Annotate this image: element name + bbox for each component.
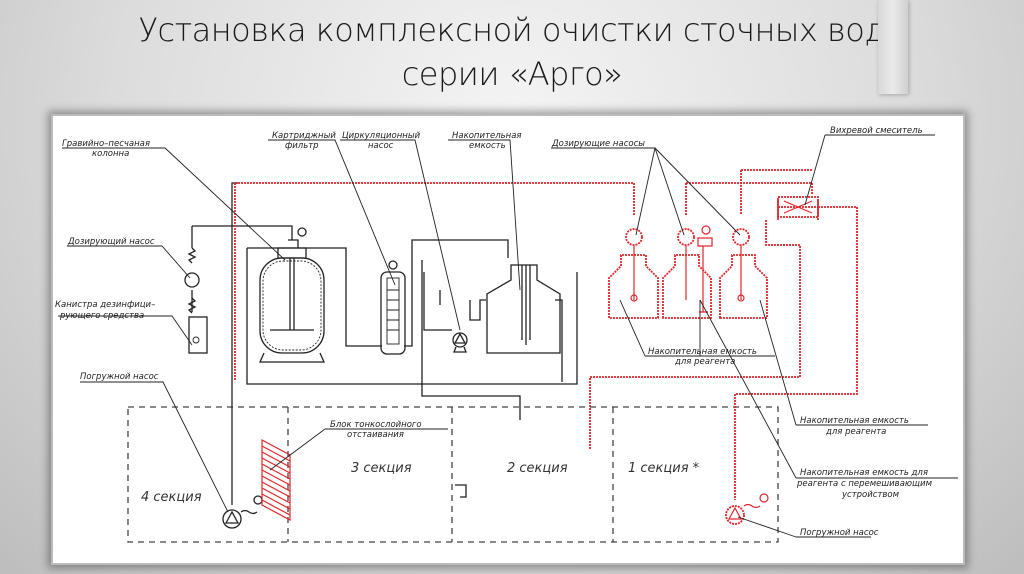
reagent-tank-3 <box>719 228 768 319</box>
label-gravel-column-1: Гравийно–песчаная <box>62 139 150 149</box>
section-boundaries <box>127 406 779 543</box>
component-labels: Гравийно–песчаная колонна Картриджный фи… <box>55 126 933 538</box>
label-reagent-tank-right-2: для реагента <box>825 427 886 437</box>
label-cartridge-filter-2: фильтр <box>285 141 319 151</box>
label-reagent-tank-mixer-3: устройством <box>841 490 900 500</box>
submersible-pump-left <box>222 495 263 529</box>
section-1-label: 1 секция * <box>628 461 700 476</box>
vortex-mixer <box>777 196 819 218</box>
section-4-label: 4 секция <box>141 490 202 505</box>
storage-tank <box>486 264 561 354</box>
dosing-pump-left <box>184 247 208 354</box>
submersible-pump-right <box>725 493 769 525</box>
leader-lines <box>58 134 958 538</box>
label-reagent-tank-mixer-2: реагента с перемешивающим <box>796 479 933 489</box>
label-reagent-tank-right-1: Накопительная емкость <box>800 416 909 426</box>
label-canister-1: Канистра дезинфици– <box>55 300 155 310</box>
label-submersible-pump-right: Погружной насос <box>800 528 879 538</box>
label-submersible-pump-left: Погружной насос <box>80 372 159 382</box>
label-cartridge-filter-1: Картриджный <box>272 131 336 141</box>
reagent-pipeline <box>234 169 858 500</box>
label-reagent-tank-center-2: для реагента <box>674 357 735 367</box>
label-settling-block-1: Блок тонкослойного <box>330 420 422 430</box>
label-storage-tank-2: емкость <box>469 141 506 151</box>
reagent-tanks <box>608 225 768 319</box>
section-labels: 4 секция 3 секция 2 секция 1 секция * <box>141 461 700 505</box>
main-pipeline <box>191 182 578 505</box>
decorative-bar <box>878 0 908 94</box>
outlet-symbol <box>455 484 467 498</box>
gravel-sand-column <box>258 227 326 363</box>
section-3-label: 3 секция <box>351 461 412 476</box>
label-canister-2: рующего средства <box>59 311 144 321</box>
label-reagent-tank-center-1: Накопительная емкость <box>648 347 757 357</box>
reagent-tank-2-mixer <box>662 225 713 319</box>
label-gravel-column-2: колонна <box>92 149 129 159</box>
label-circulation-pump-2: насос <box>368 141 394 151</box>
label-vortex-mixer: Вихревой смеситель <box>830 126 923 136</box>
title-line-1: Установка комплексной очистки сточных во… <box>138 11 886 49</box>
slide-title: Установка комплексной очистки сточных во… <box>0 8 1024 96</box>
reagent-tank-1 <box>608 228 659 319</box>
section-2-label: 2 секция <box>507 461 568 476</box>
circulation-pump <box>452 332 468 353</box>
label-settling-block-2: отстаивания <box>347 430 404 440</box>
label-circulation-pump-1: Циркуляционный <box>342 131 421 141</box>
label-storage-tank-1: Накопительная <box>452 131 522 141</box>
title-line-2: серии «Арго» <box>401 55 623 93</box>
label-dosing-pump: Дозирующий насос <box>67 237 155 247</box>
cartridge-filter <box>380 260 406 355</box>
label-dosing-pumps: Дозирующие насосы <box>551 139 645 149</box>
thin-layer-settling-block <box>261 438 291 522</box>
label-reagent-tank-mixer-1: Накопительная емкость для <box>800 468 928 478</box>
